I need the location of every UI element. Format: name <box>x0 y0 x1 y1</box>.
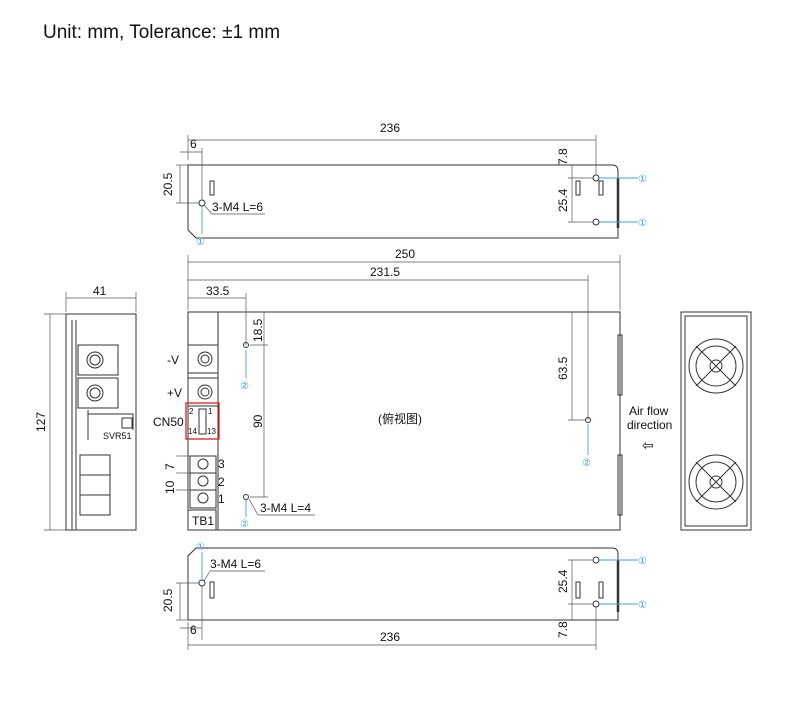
airflow-arrow-icon: ⇦ <box>642 437 654 453</box>
callout-1: ① <box>638 600 647 611</box>
callout-1: ① <box>196 542 205 553</box>
main-view: 250 231.5 33.5 18.5 90 63.5 ② ② ② 3-M4 L… <box>153 247 672 531</box>
hole-right-dim: 63.5 <box>556 356 570 380</box>
cn50-label: CN50 <box>153 415 184 429</box>
pin-label: 13 <box>207 427 216 436</box>
bottom-screw-label: 3-M4 L=6 <box>210 557 261 571</box>
top-screw-label: 3-M4 L=6 <box>212 200 263 214</box>
main-length-dim: 250 <box>395 247 415 261</box>
pitch-7-dim: 7 <box>163 463 177 470</box>
tb-pin-2: 2 <box>218 475 225 489</box>
fan-icon <box>688 454 744 510</box>
side-width-dim: 41 <box>93 284 107 298</box>
top-height-dim: 20.5 <box>161 172 175 196</box>
cn50-highlight <box>185 402 220 440</box>
pos-v-label: +V <box>167 386 182 400</box>
side-height-dim: 127 <box>34 412 48 432</box>
side-view: SVR51 41 127 <box>34 284 137 531</box>
tb1-label: TB1 <box>192 514 214 528</box>
pin-label: 2 <box>189 407 194 416</box>
neg-v-label: -V <box>167 353 179 367</box>
hole-offset-dim: 33.5 <box>206 284 230 298</box>
top-hole-pitch-dim: 25.4 <box>556 188 570 212</box>
top-hole-top-dim: 7.8 <box>556 148 570 165</box>
callout-2: ② <box>582 458 591 469</box>
pin-label: 14 <box>188 427 197 436</box>
bottom-hole-pitch-dim: 25.4 <box>556 569 570 593</box>
center-label: (俯视图) <box>378 411 422 426</box>
top-length-dim: 236 <box>380 121 400 135</box>
callout-1: ① <box>196 237 205 248</box>
bottom-view: 236 6 20.5 25.4 7.8 3-M4 L=6 ① ① ① <box>161 542 647 650</box>
main-screw-label: 3-M4 L=4 <box>260 501 311 515</box>
svr51-label: SVR51 <box>103 431 132 441</box>
callout-2: ② <box>240 381 249 392</box>
tb-pin-1: 1 <box>218 492 225 506</box>
callout-1: ① <box>638 218 647 229</box>
fan-icon <box>688 338 744 394</box>
hole-top-dim: 18.5 <box>251 318 265 342</box>
bottom-offset-dim: 6 <box>190 623 197 637</box>
hole-pitch-dim: 90 <box>251 414 265 428</box>
top-view: 236 6 20.5 7.8 25.4 3-M4 L=6 ① ① ① <box>161 121 647 248</box>
top-offset-dim: 6 <box>190 137 197 151</box>
pin-label: 1 <box>208 407 213 416</box>
unit-note: Unit: mm, Tolerance: ±1 mm <box>43 22 281 43</box>
bottom-height-dim: 20.5 <box>161 588 175 612</box>
airflow-label: Air flow <box>629 404 669 418</box>
callout-1: ① <box>638 556 647 567</box>
fan-end-view <box>680 311 752 531</box>
tb-pin-3: 3 <box>218 457 225 471</box>
callout-2: ② <box>240 519 249 530</box>
callout-1: ① <box>638 174 647 185</box>
hole-span-dim: 231.5 <box>370 265 400 279</box>
pitch-10-dim: 10 <box>163 480 177 494</box>
bottom-length-dim: 236 <box>380 630 400 644</box>
airflow-direction-label: direction <box>627 418 672 432</box>
bottom-hole-top-dim: 7.8 <box>556 621 570 638</box>
